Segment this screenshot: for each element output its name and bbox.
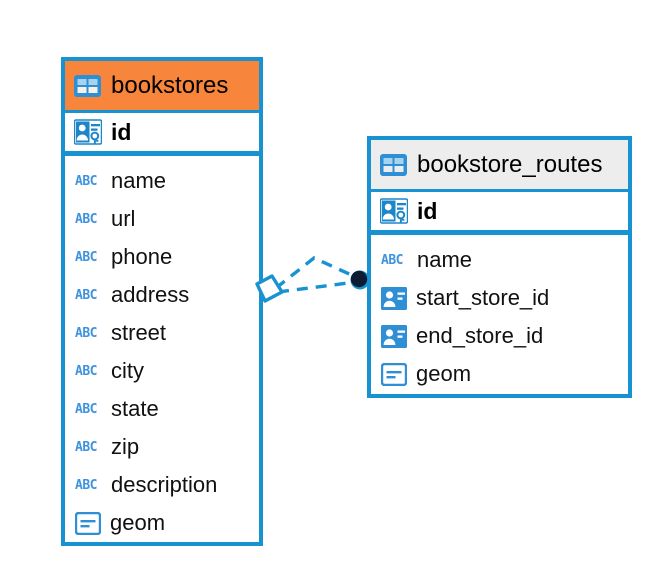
entity-bookstore-routes[interactable]: bookstore_routes id <box>367 136 632 398</box>
field-label: name <box>417 247 473 272</box>
field-label: state <box>111 396 159 421</box>
primary-key-row[interactable]: id <box>371 189 628 235</box>
abc-text-icon: ABC <box>75 173 102 189</box>
primary-key-row[interactable]: id <box>65 110 259 156</box>
entity-bookstores[interactable]: bookstores id <box>61 57 263 546</box>
field-label: address <box>111 282 190 307</box>
abc-text-icon: ABC <box>75 363 102 379</box>
svg-text:ABC: ABC <box>75 364 97 379</box>
relationship-line-lower <box>277 280 357 294</box>
svg-text:ABC: ABC <box>75 326 97 341</box>
primary-key-label: id <box>417 197 438 224</box>
field-row[interactable]: start_store_id <box>371 279 628 317</box>
abc-text-icon: ABC <box>75 249 102 265</box>
relationship-line-upper <box>274 256 359 290</box>
svg-text:ABC: ABC <box>75 478 97 493</box>
field-row[interactable]: ABC description <box>65 466 259 504</box>
field-row[interactable]: end_store_id <box>371 317 628 355</box>
abc-text-icon: ABC <box>75 477 102 493</box>
field-row[interactable]: ABC name <box>371 241 628 279</box>
primary-key-icon <box>379 197 409 225</box>
abc-text-icon: ABC <box>75 211 102 227</box>
svg-text:ABC: ABC <box>75 440 97 455</box>
field-label: street <box>111 320 167 345</box>
field-label: name <box>111 168 167 193</box>
relationship-connector[interactable] <box>252 238 377 318</box>
foreign-key-icon <box>381 286 407 310</box>
field-label: city <box>111 358 144 383</box>
geometry-icon <box>74 511 102 535</box>
geometry-icon <box>380 362 408 386</box>
svg-text:ABC: ABC <box>75 288 97 303</box>
primary-key-icon <box>73 118 103 146</box>
svg-text:ABC: ABC <box>381 253 403 268</box>
field-row[interactable]: ABC state <box>65 390 259 428</box>
field-label: description <box>111 472 218 497</box>
svg-text:ABC: ABC <box>75 174 97 189</box>
entity-header-bookstores[interactable]: bookstores <box>65 61 259 110</box>
field-label: zip <box>111 434 140 459</box>
entity-title: bookstores <box>111 71 229 99</box>
table-icon <box>380 153 407 176</box>
field-row[interactable]: ABC address <box>65 276 259 314</box>
field-row[interactable]: geom <box>65 504 259 542</box>
field-list-bookstores: ABC name ABC url ABC phone ABC <box>65 156 259 542</box>
field-label: url <box>111 206 136 231</box>
field-list-bookstore-routes: ABC name start_store_id <box>371 235 628 393</box>
svg-text:ABC: ABC <box>75 212 97 227</box>
field-row[interactable]: ABC city <box>65 352 259 390</box>
field-label: end_store_id <box>416 323 544 348</box>
entity-header-bookstore-routes[interactable]: bookstore_routes <box>371 140 628 189</box>
relationship-diamond-marker <box>255 274 284 303</box>
primary-key-label: id <box>111 118 132 145</box>
field-row[interactable]: geom <box>371 355 628 393</box>
abc-text-icon: ABC <box>381 252 408 268</box>
abc-text-icon: ABC <box>75 439 102 455</box>
table-icon <box>74 74 101 97</box>
field-row[interactable]: ABC street <box>65 314 259 352</box>
field-label: geom <box>110 510 166 535</box>
foreign-key-icon <box>381 324 407 348</box>
svg-text:ABC: ABC <box>75 250 97 265</box>
abc-text-icon: ABC <box>75 325 102 341</box>
field-row[interactable]: ABC name <box>65 162 259 200</box>
field-row[interactable]: ABC phone <box>65 238 259 276</box>
field-label: start_store_id <box>416 285 550 310</box>
field-label: phone <box>111 244 173 269</box>
svg-text:ABC: ABC <box>75 402 97 417</box>
field-label: geom <box>416 361 472 386</box>
abc-text-icon: ABC <box>75 401 102 417</box>
entity-title: bookstore_routes <box>417 150 603 178</box>
relationship-dot-marker <box>350 270 370 290</box>
abc-text-icon: ABC <box>75 287 102 303</box>
field-row[interactable]: ABC zip <box>65 428 259 466</box>
field-row[interactable]: ABC url <box>65 200 259 238</box>
